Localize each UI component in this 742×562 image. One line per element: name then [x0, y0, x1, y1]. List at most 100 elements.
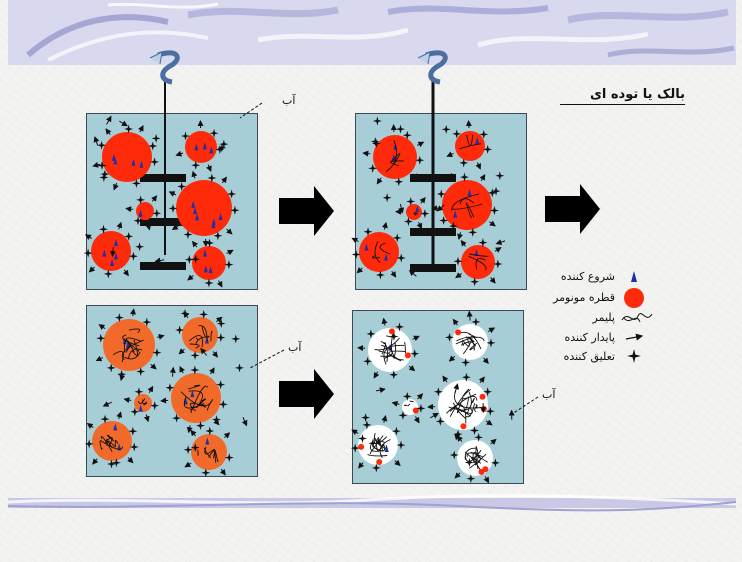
suspending-agent-particle — [180, 131, 190, 141]
initiator-particle — [467, 188, 472, 196]
suspending-agent-particle — [493, 259, 503, 269]
stabilizer-particle — [200, 347, 208, 356]
suspending-agent-particle — [420, 209, 430, 219]
initiator-particle — [131, 158, 136, 166]
initiator-particle — [183, 397, 188, 405]
suspending-agent-particle — [398, 410, 408, 420]
stabilizer-particle — [490, 438, 497, 445]
polymer-coil — [112, 328, 144, 363]
suspending-agent-particle — [371, 138, 381, 148]
initiator-particle — [218, 213, 223, 221]
suspending-agent-particle — [366, 329, 376, 339]
suspending-agent-particle — [406, 196, 416, 206]
residual-monomer — [479, 393, 486, 400]
suspending-agent-particle — [402, 391, 412, 401]
stabilizer-particle — [408, 365, 416, 372]
initiator-particle — [138, 404, 143, 412]
stabilizer-particle — [84, 234, 92, 240]
polymer-particle — [438, 380, 488, 430]
stabilizer-particle — [412, 173, 420, 180]
suspending-agent-particle — [453, 429, 463, 439]
stabilizer-particle — [219, 468, 226, 476]
initiator-particle — [113, 252, 118, 260]
stabilizer-particle — [446, 151, 454, 158]
initiator-particle — [113, 157, 118, 165]
stabilizer-particle — [495, 239, 506, 245]
stabilizer-particle — [442, 375, 449, 383]
decorative-bottom-band — [7, 494, 737, 512]
stabilizer-particle — [147, 385, 154, 393]
stabilizer-particle — [116, 221, 123, 230]
legend-label-stabilizer: پایدار کننده — [564, 331, 615, 344]
suspending-agent-particle — [152, 348, 162, 358]
suspending-agent-particle — [363, 356, 373, 366]
initiator-particle — [384, 444, 389, 452]
suspending-agent-particle — [96, 333, 106, 343]
stabilizer-particle — [460, 240, 467, 247]
suspending-agent-star-icon — [627, 349, 641, 363]
suspending-agent-particle — [97, 160, 107, 170]
stabilizer-particle — [450, 172, 457, 181]
initiator-particle — [453, 210, 458, 218]
stabilizer-particle — [375, 387, 386, 394]
stabilizer-particle — [127, 456, 134, 464]
stabilizer-particle — [487, 327, 496, 334]
suspending-agent-particle — [453, 256, 463, 266]
suspending-agent-particle — [474, 432, 484, 442]
suspending-agent-particle — [97, 140, 107, 150]
suspending-agent-particle — [148, 141, 158, 151]
suspending-agent-particle — [363, 227, 373, 237]
suspending-agent-particle — [224, 260, 234, 270]
stabilizer-particle — [119, 120, 128, 127]
suspending-agent-particle — [128, 251, 138, 261]
stabilizer-particle — [208, 367, 215, 375]
suspending-agent-particle — [362, 420, 372, 430]
water-label-2: آب — [288, 341, 302, 354]
stabilizer-particle — [221, 176, 228, 184]
suspending-agent-particle — [392, 233, 402, 243]
suspending-agent-particle — [207, 173, 217, 183]
stabilizer-particle — [130, 308, 136, 317]
suspending-agent-particle — [402, 130, 412, 140]
suspending-agent-particle — [205, 426, 215, 436]
monomer-droplet — [359, 232, 399, 272]
suspending-agent-particle — [152, 208, 162, 218]
suspending-agent-particle — [205, 238, 215, 248]
suspending-agent-particle — [441, 124, 451, 134]
stirrer-2 — [410, 50, 456, 272]
suspending-agent-particle — [361, 413, 371, 423]
suspending-agent-particle — [216, 333, 226, 343]
polymer-coil — [367, 432, 391, 459]
suspending-agent-particle — [479, 129, 489, 139]
polymer-coil-icon — [621, 313, 653, 323]
suspending-agent-particle — [491, 186, 501, 196]
stabilizer-particle — [93, 136, 100, 146]
suspending-agent-particle — [129, 442, 139, 452]
suspending-agent-particle — [439, 215, 449, 225]
suspending-agent-particle — [151, 133, 161, 143]
suspending-agent-particle — [136, 195, 146, 205]
stabilizer-particle — [168, 191, 177, 197]
suspending-agent-particle — [199, 309, 209, 319]
suspending-agent-particle — [190, 443, 200, 453]
suspending-agent-particle — [490, 458, 500, 468]
stabilizer-particle — [143, 414, 150, 423]
stabilizer-particle — [489, 220, 496, 227]
stabilizer-particle — [92, 161, 101, 168]
stabilizer-particle — [186, 425, 193, 434]
polymer-coil — [413, 212, 418, 216]
slide-title: بالک یا توده ای — [560, 86, 685, 105]
suspending-agent-particle — [217, 143, 227, 153]
stabilizer-particle — [184, 461, 192, 468]
stabilizer-particle — [109, 247, 116, 258]
suspending-agent-particle — [195, 421, 205, 431]
stabilizer-particle — [156, 334, 165, 340]
suspending-agent-particle — [128, 426, 138, 436]
stabilizer-particle — [226, 228, 233, 235]
decorative-banner — [8, 0, 736, 65]
suspending-agent-particle — [100, 169, 110, 179]
suspending-agent-particle — [218, 399, 228, 409]
stabilizer-arrow-icon — [625, 333, 644, 341]
stabilizer-particle — [478, 376, 485, 384]
suspending-agent-particle — [84, 439, 94, 449]
